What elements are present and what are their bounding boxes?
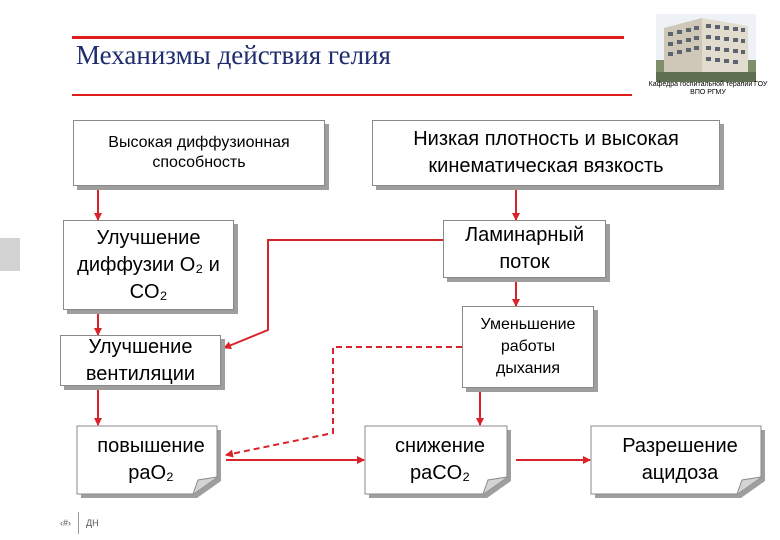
title-underline <box>72 36 624 39</box>
node-decreased-paco2: снижение раCO₂ <box>364 425 516 503</box>
department-caption: Кафедра госпитальной терапии ГОУ ВПО РГМ… <box>648 81 768 96</box>
arrow-laminar-to-ventilation <box>223 239 443 350</box>
folded-note-shape <box>76 425 221 498</box>
node-reduced-breathing-work: Уменьшение работы дыхания <box>462 306 594 388</box>
footer-divider <box>78 512 79 534</box>
folded-note-shape <box>364 425 511 498</box>
folded-note-shape <box>590 425 765 498</box>
building-logo <box>656 14 756 82</box>
header-divider <box>72 94 632 96</box>
node-diffusion-capacity: Высокая диффузионная способность <box>73 120 325 186</box>
node-improved-ventilation: Улучшение вентиляции <box>60 335 221 386</box>
node-laminar-flow: Ламинарный поток <box>443 220 606 278</box>
node-acidosis-resolution: Разрешение ацидоза <box>590 425 770 503</box>
slide-number: ‹#› <box>60 518 71 528</box>
page-title: Механизмы действия гелия <box>76 40 391 70</box>
node-improved-diffusion: Улучшение диффузии O₂ и CO₂ <box>63 220 234 310</box>
node-increased-pao2: повышение раO₂ <box>76 425 226 503</box>
side-tab <box>0 238 20 271</box>
footer-text: ДН <box>86 518 99 528</box>
node-low-density: Низкая плотность и высокая кинематическа… <box>372 120 720 186</box>
dashed-arrow-breathing-work-to-pao2 <box>225 346 462 458</box>
